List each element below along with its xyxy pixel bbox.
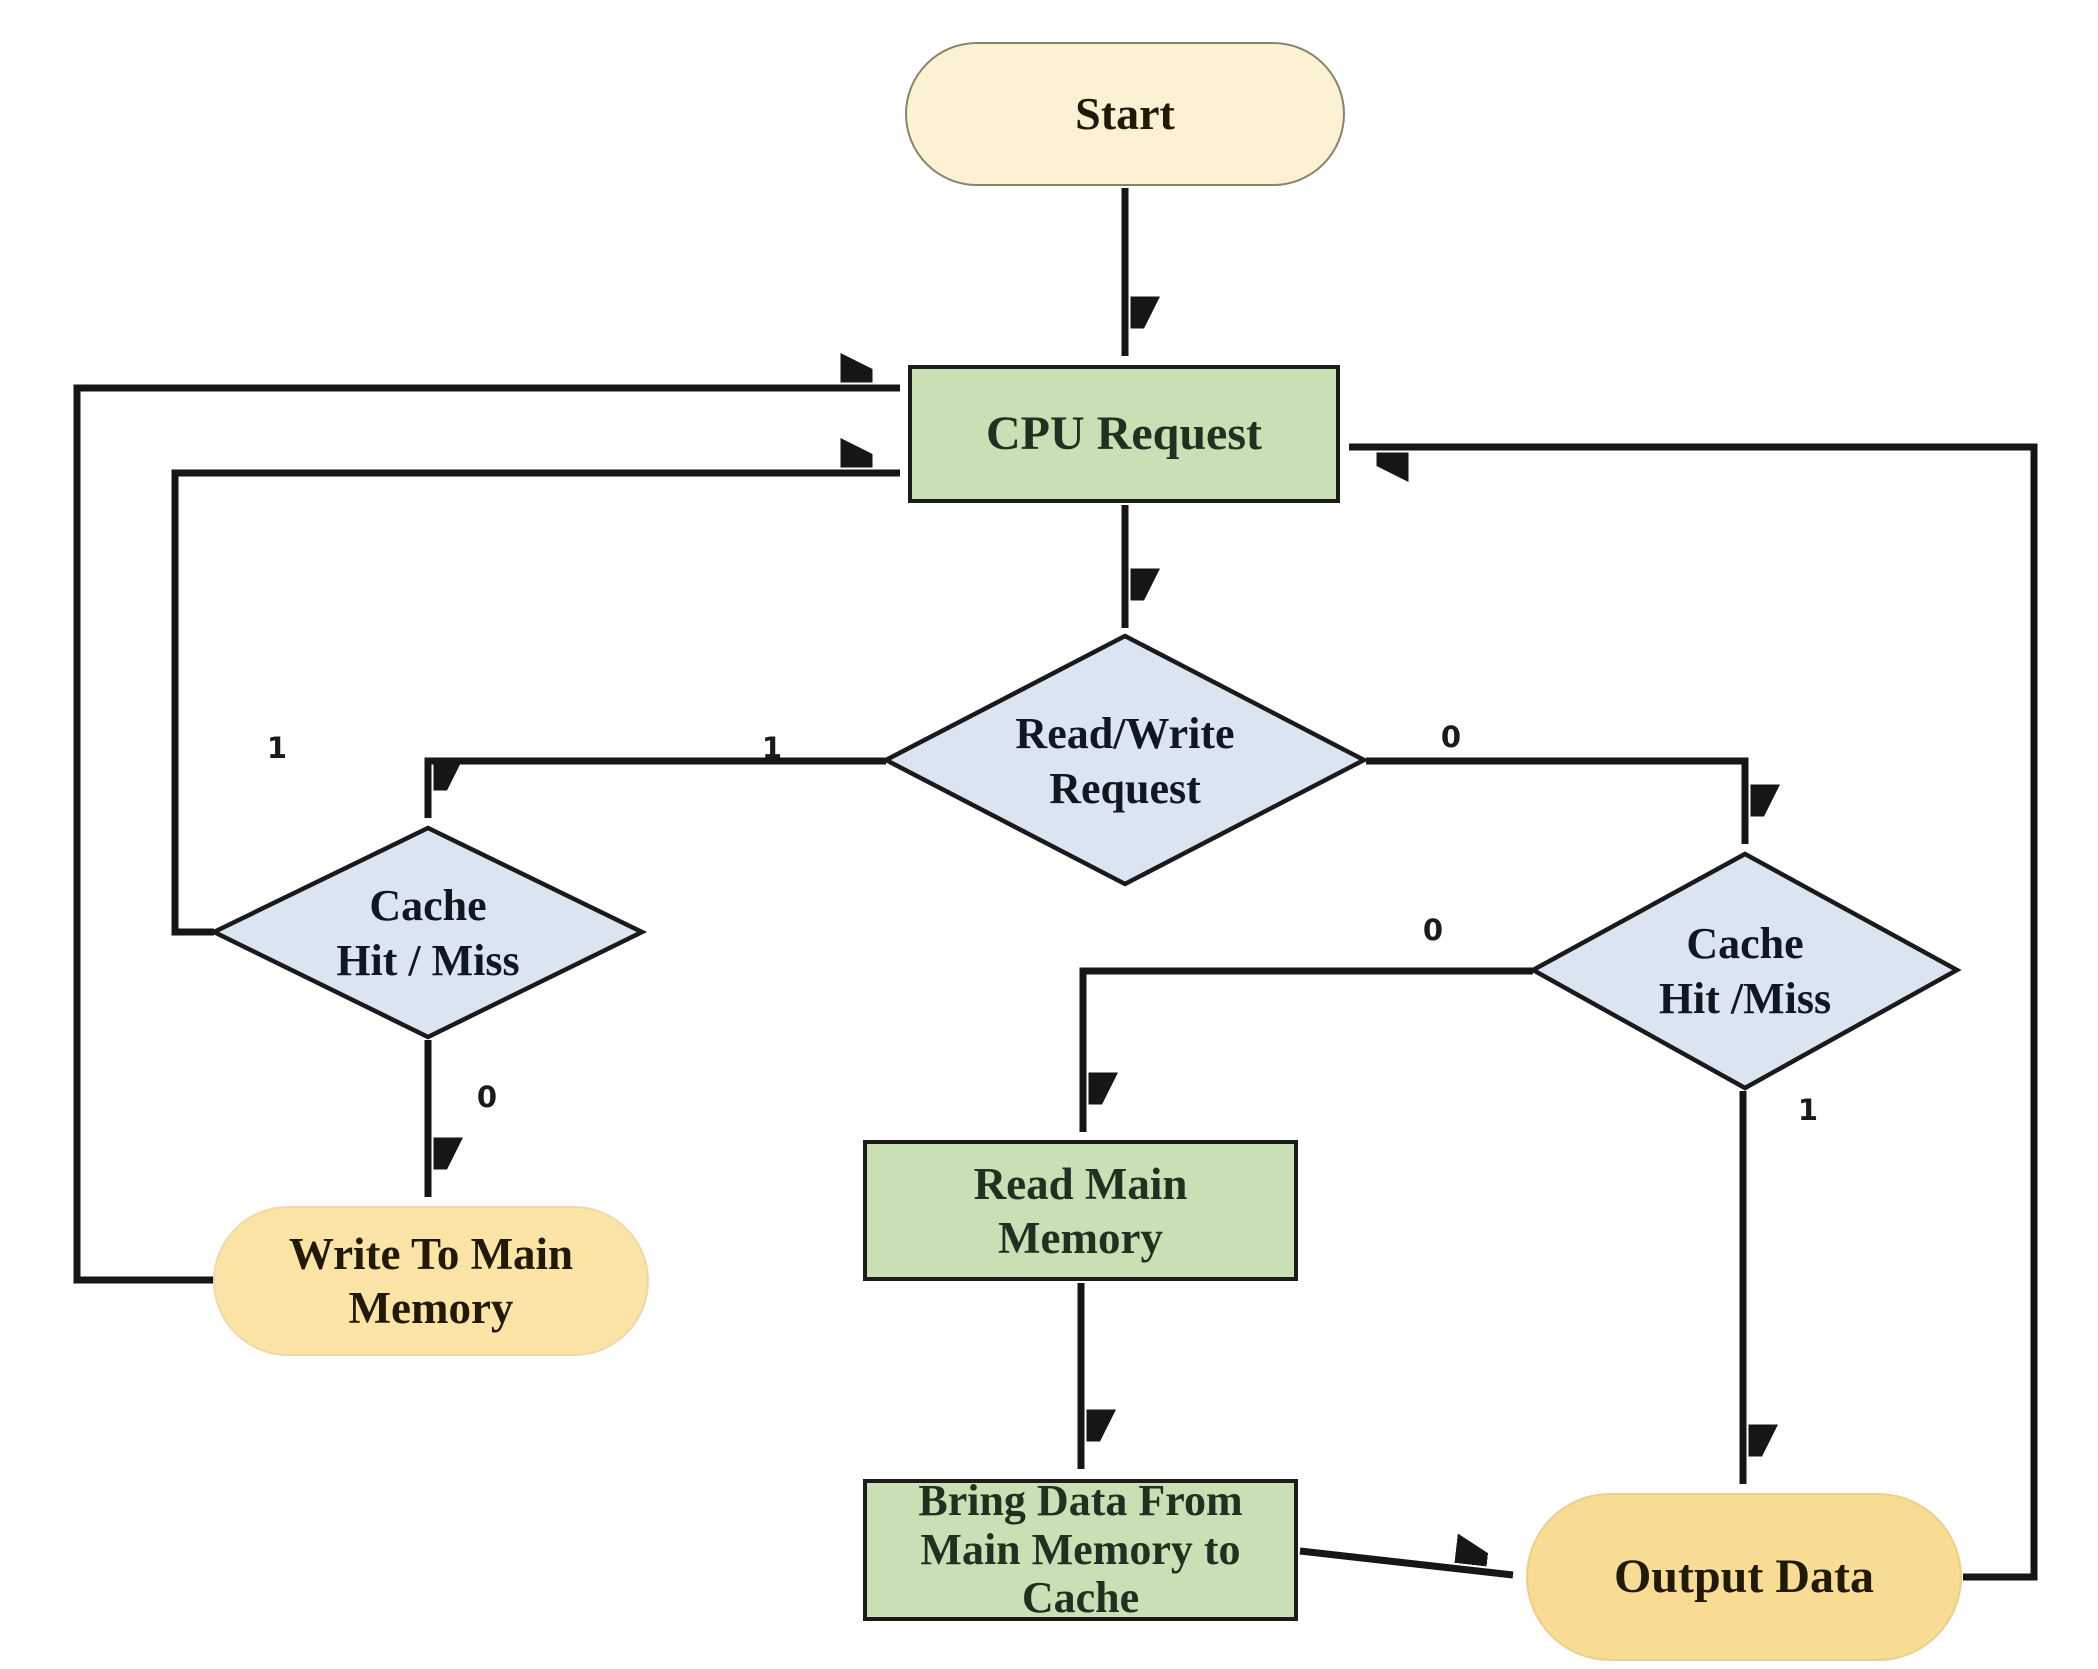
edge-right-cache-miss-to-read-main	[1079, 967, 1533, 1132]
edge-label-right-cache-hit-1: 1	[1797, 1093, 1819, 1127]
edge-left-cache-hit-to-cpu	[171, 473, 900, 936]
node-write-to-main-memory: Write To Main Memory	[213, 1206, 649, 1356]
decision-read-write-request	[881, 633, 1369, 887]
edge-write-main-to-cpu	[73, 388, 900, 1284]
edge-output-to-cpu	[1349, 443, 2038, 1581]
node-start-label: Start	[1075, 88, 1175, 140]
edge-label-right-cache-miss-0: 0	[1422, 913, 1444, 947]
edge-label-rw-write-1: 1	[761, 731, 783, 765]
decision-cache-left-label: Cache Hit / Miss	[336, 880, 520, 985]
decision-cache-right-label: Cache Hit /Miss	[1658, 918, 1832, 1023]
node-write-to-main-memory-label: Write To Main Memory	[288, 1229, 574, 1333]
node-cpu-request-label: CPU Request	[986, 407, 1262, 461]
node-read-main-memory: Read Main Memory	[863, 1140, 1298, 1281]
node-bring-data-from-main-memory: Bring Data From Main Memory to Cache	[863, 1476, 1298, 1623]
node-output-data: Output Data	[1526, 1493, 1962, 1661]
node-read-main-memory-label: Read Main Memory	[973, 1158, 1188, 1263]
node-output-data-label: Output Data	[1613, 1550, 1875, 1604]
edge-bring-data-to-output	[1299, 1551, 1514, 1579]
decision-cache-hit-miss-right	[1528, 851, 1962, 1091]
edge-label-rw-read-0: 0	[1440, 720, 1462, 754]
edge-rw-write-to-left-cache	[424, 757, 886, 818]
decision-cache-hit-miss-left	[208, 825, 648, 1040]
edge-rw-read-to-right-cache	[1366, 757, 1745, 844]
node-start: Start	[905, 42, 1345, 186]
edge-label-left-cache-miss-0: 0	[476, 1080, 498, 1114]
decision-read-write-request-label: Read/Write Request	[1015, 708, 1235, 813]
edge-label-left-cache-hit-1: 1	[266, 731, 288, 765]
node-bring-data-label: Bring Data From Main Memory to Cache	[918, 1476, 1243, 1623]
node-cpu-request: CPU Request	[908, 365, 1340, 503]
